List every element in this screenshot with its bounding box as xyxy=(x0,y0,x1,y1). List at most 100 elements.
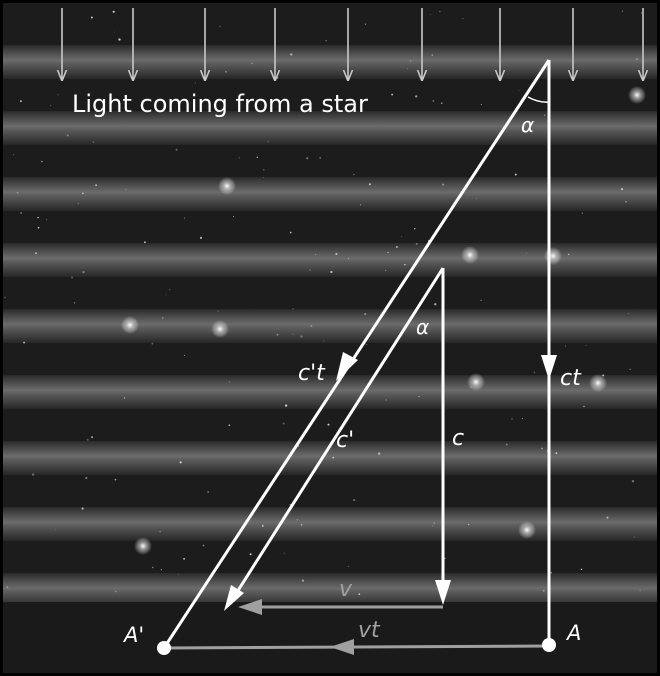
c-prime-t-arrowhead xyxy=(336,352,358,381)
star-dot xyxy=(282,422,285,425)
star-dot xyxy=(283,552,285,554)
star-dot xyxy=(114,31,116,33)
star-dot xyxy=(631,480,635,483)
star-dot xyxy=(580,568,583,571)
star-dot xyxy=(514,173,517,176)
star-dot xyxy=(134,320,136,322)
star-dot xyxy=(199,236,203,240)
star-dot xyxy=(81,507,84,510)
star-dot xyxy=(319,157,321,159)
star-dot xyxy=(526,252,528,254)
star-dot xyxy=(23,341,26,344)
star-dot xyxy=(480,103,482,106)
star-dot xyxy=(57,94,59,96)
c-prime-arrowhead xyxy=(224,585,244,611)
star-dot xyxy=(159,530,161,533)
star-dot xyxy=(261,524,264,527)
star-dot xyxy=(292,308,294,310)
star-dot xyxy=(35,252,37,255)
star-dot xyxy=(347,258,349,260)
star-dot xyxy=(621,10,624,12)
star-dot xyxy=(518,90,520,92)
star-dot xyxy=(564,345,567,347)
star-dot xyxy=(217,310,219,312)
star-dot xyxy=(194,82,196,84)
star-dot xyxy=(330,270,333,274)
star-dot xyxy=(114,478,117,481)
star-dot xyxy=(309,269,311,271)
star-dot xyxy=(165,294,167,296)
star-dot xyxy=(251,62,253,65)
star-dot xyxy=(161,317,164,319)
star-dot xyxy=(183,217,186,219)
star xyxy=(121,316,139,334)
star-dot xyxy=(335,252,338,256)
star-dot xyxy=(267,140,269,143)
star-dot xyxy=(86,438,89,441)
star-dot xyxy=(19,100,22,103)
incoming-light-arrows xyxy=(62,8,643,80)
c-prime-t-line xyxy=(162,59,551,649)
star-dot xyxy=(305,101,307,104)
star-dot xyxy=(262,168,265,171)
a-prime-label: A' xyxy=(122,623,144,647)
star-dot xyxy=(115,590,117,593)
star-dot xyxy=(407,68,409,70)
star-dot xyxy=(151,342,154,345)
c-prime-line xyxy=(230,267,445,601)
star-dot xyxy=(639,589,641,592)
star-dot xyxy=(100,108,103,110)
alpha-arc-top xyxy=(527,96,550,103)
vt-label: vt xyxy=(358,618,381,643)
star-dot xyxy=(542,589,545,592)
star-dot xyxy=(434,303,437,306)
star-dot xyxy=(233,216,235,217)
star-dot xyxy=(636,57,639,60)
star-dot xyxy=(4,296,6,299)
star-dot xyxy=(85,476,88,480)
a-label: A xyxy=(565,621,581,645)
star-dot xyxy=(92,141,95,143)
star-dot xyxy=(16,191,19,194)
star-dot xyxy=(353,499,356,502)
star-dot xyxy=(401,236,403,238)
ct-label: ct xyxy=(560,366,582,391)
star-dot xyxy=(385,399,387,401)
star-dot xyxy=(323,340,325,342)
star-dot xyxy=(418,395,420,397)
star-dot xyxy=(628,313,630,314)
star xyxy=(211,320,229,338)
star-dot xyxy=(82,270,85,274)
vt-line xyxy=(163,644,550,650)
star-dot xyxy=(620,187,624,191)
star-dot xyxy=(82,192,84,195)
star-dot xyxy=(521,418,523,420)
star-dot xyxy=(414,228,416,230)
star-dot xyxy=(118,38,121,41)
star-dot xyxy=(583,405,585,408)
star-dot xyxy=(175,148,178,151)
star-dot xyxy=(13,154,15,156)
star-dot xyxy=(37,226,40,229)
star-dot xyxy=(219,25,221,27)
star-dot xyxy=(327,423,330,426)
v-label: v xyxy=(339,577,353,602)
vt-arrowhead xyxy=(330,639,354,655)
star-dot xyxy=(54,529,56,531)
ground-strip xyxy=(0,602,660,676)
star-dot xyxy=(555,452,558,454)
star-dot xyxy=(433,522,435,524)
star-dot xyxy=(404,263,406,266)
star-dot xyxy=(112,10,115,13)
star-dot xyxy=(123,397,126,399)
sky-band xyxy=(0,309,660,343)
star-dot xyxy=(238,157,240,159)
star-dot xyxy=(125,188,127,190)
star-dot xyxy=(46,219,48,221)
star-dot xyxy=(50,104,52,106)
star-dot xyxy=(444,557,446,559)
star-dot xyxy=(249,553,252,556)
star-dot xyxy=(543,114,546,116)
star-dot xyxy=(415,242,418,245)
